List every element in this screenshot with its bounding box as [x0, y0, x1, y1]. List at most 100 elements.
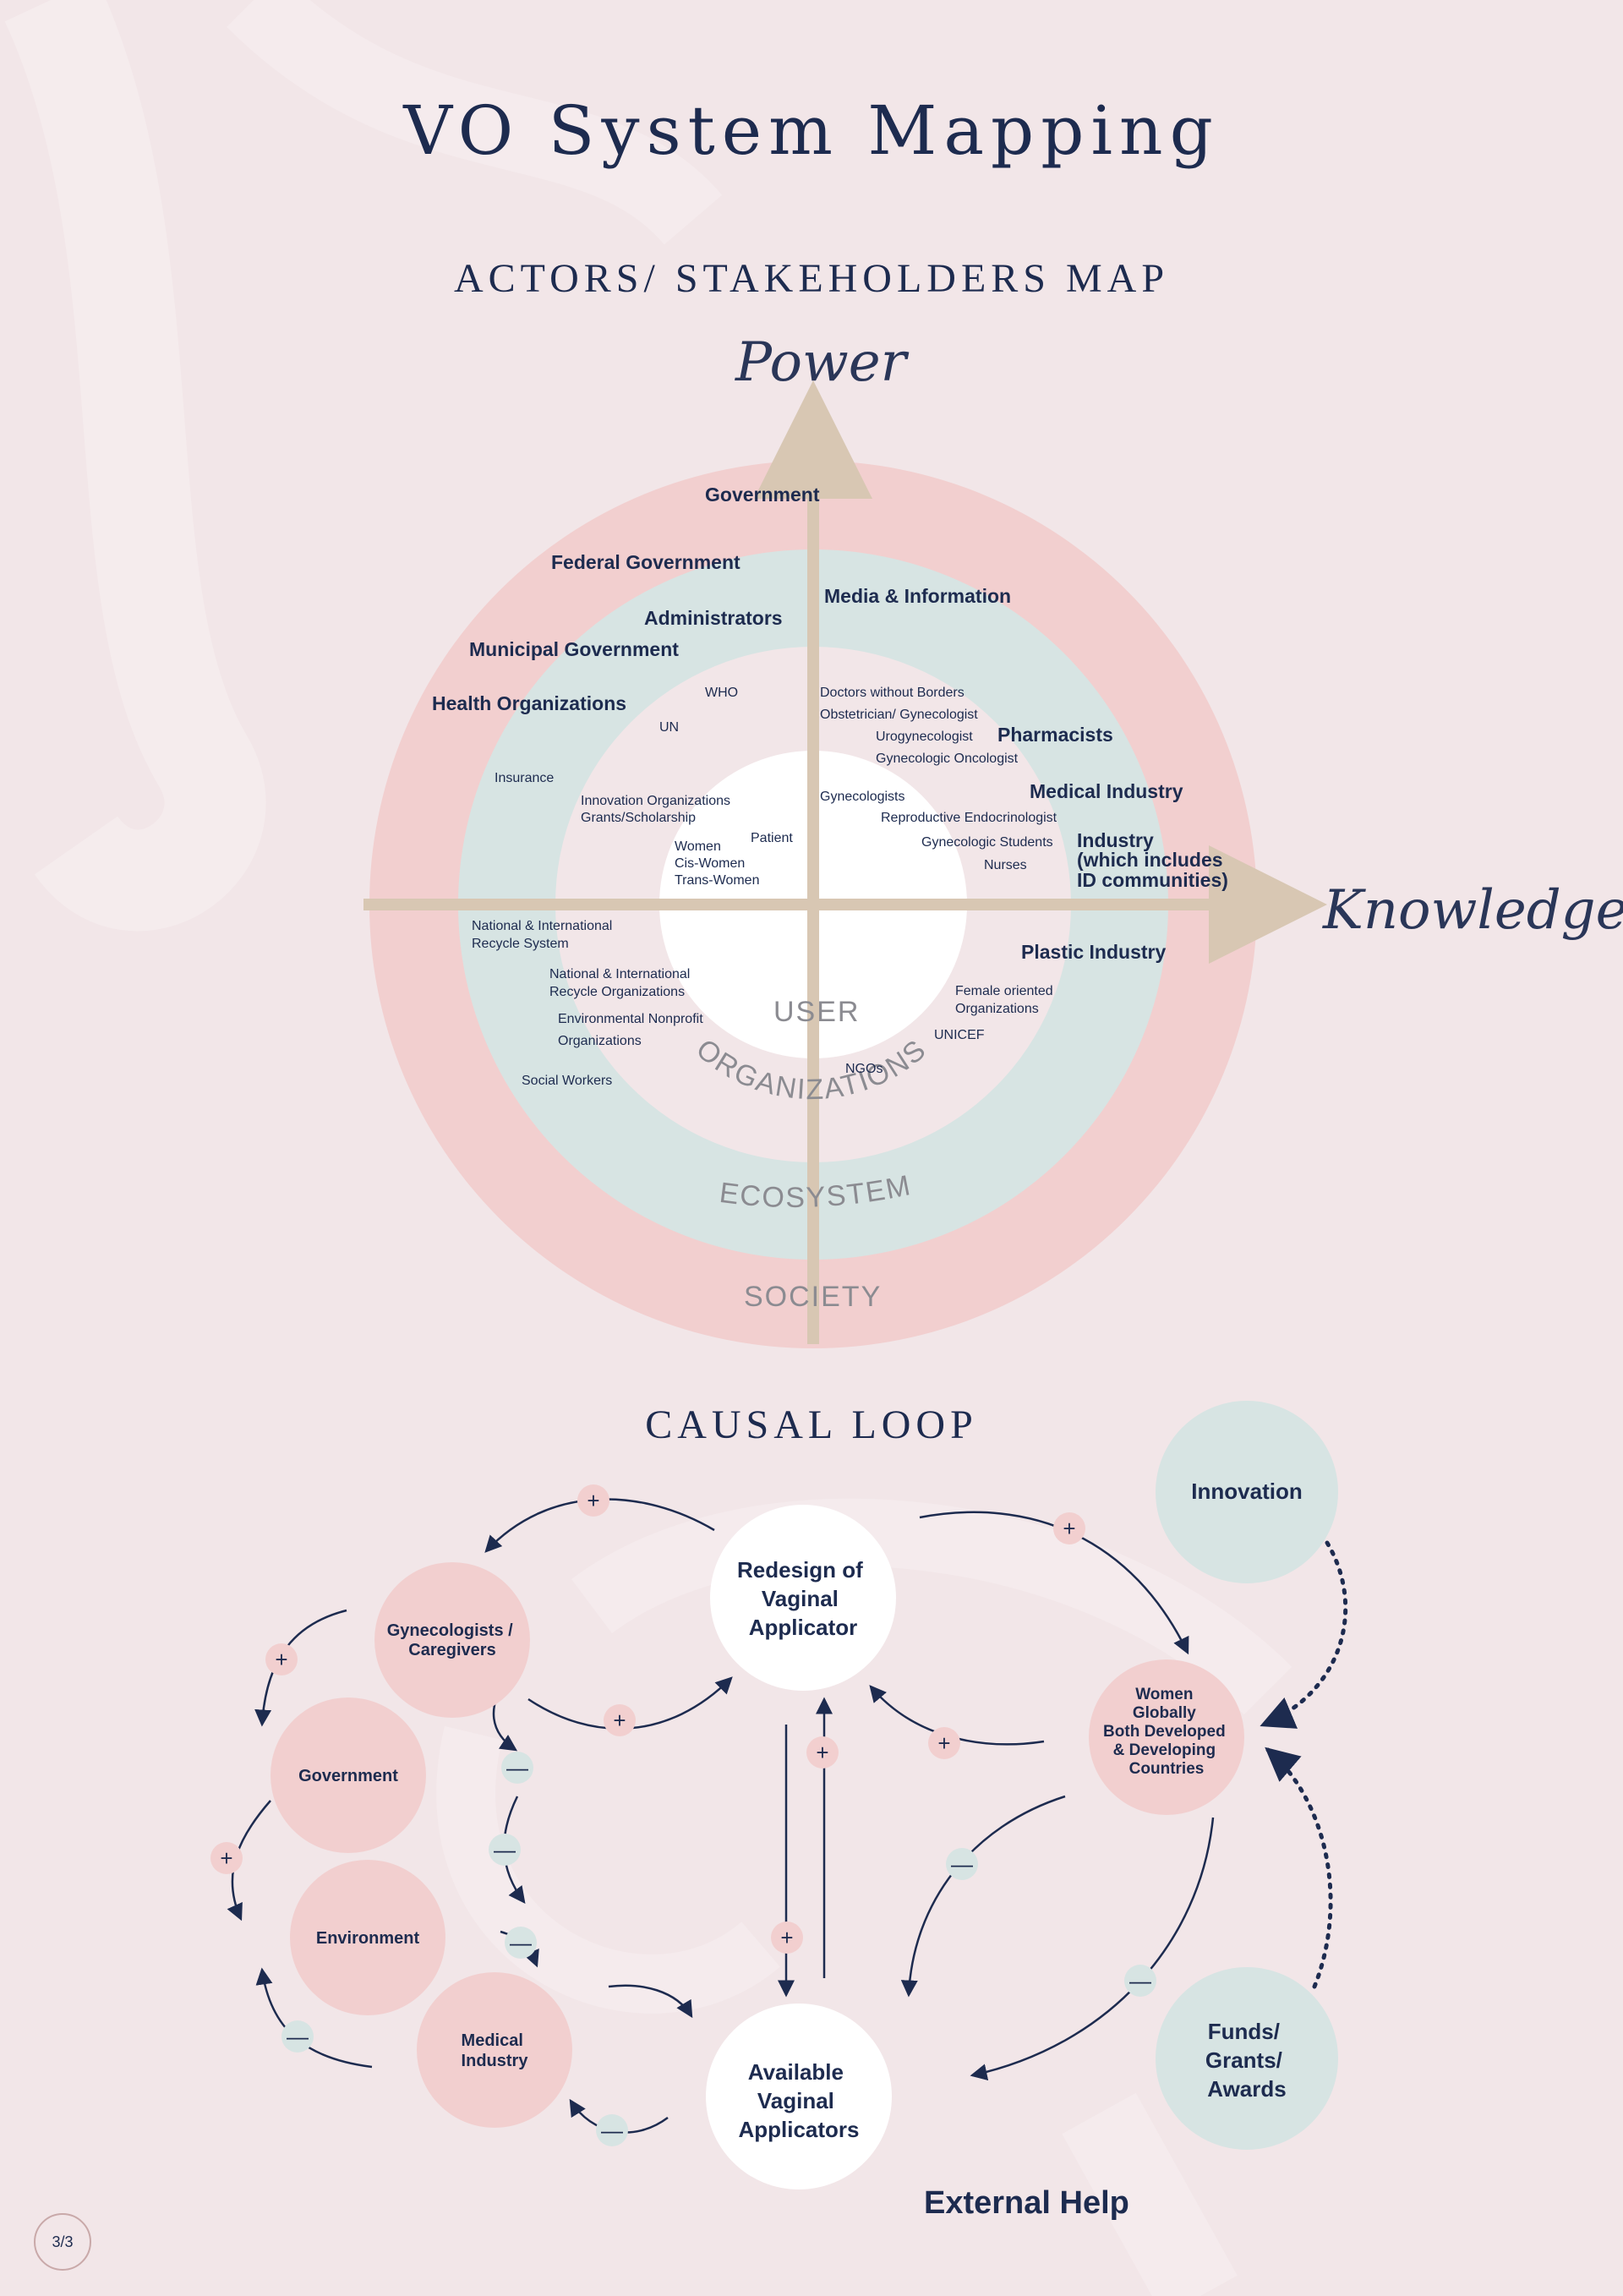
label-gynecologists: Gynecologists: [820, 790, 905, 804]
minus-badge: —: [596, 2114, 628, 2146]
node-redesign: [710, 1505, 896, 1691]
node-medical: [417, 1972, 572, 2128]
label-plastic-industry: Plastic Industry: [1021, 941, 1166, 963]
external-help-label: External Help: [924, 2185, 1129, 2221]
plus-badge: +: [604, 1704, 636, 1736]
label-gyn-onc: Gynecologic Oncologist: [876, 752, 1019, 766]
svg-text:+: +: [816, 1740, 828, 1765]
minus-badge: —: [281, 2020, 314, 2053]
label-administrators: Administrators: [644, 607, 783, 629]
node-women: [1089, 1659, 1244, 1815]
ring-label-society: SOCIETY: [744, 1281, 882, 1313]
node-government-label: Government: [298, 1767, 398, 1785]
svg-text:+: +: [780, 1925, 793, 1950]
map-subtitle: ACTORS/ STAKEHOLDERS MAP: [453, 256, 1170, 301]
node-funds-label: Funds/ Grants/ Awards: [1205, 2019, 1288, 2102]
svg-text:—: —: [1129, 1968, 1151, 1993]
label-female-orgs-1: Female oriented: [955, 984, 1053, 998]
label-obgyn: Obstetrician/ Gynecologist: [820, 708, 978, 722]
label-env-nonprofit-2: Organizations: [558, 1034, 642, 1048]
label-un: UN: [659, 720, 679, 735]
node-available-label: Available Vaginal Applicators: [738, 2059, 859, 2142]
minus-badge: —: [489, 1834, 521, 1866]
label-municipal: Municipal Government: [469, 638, 679, 660]
label-grants: Grants/Scholarship: [581, 811, 696, 825]
label-recycle-orgs-1: National & International: [549, 967, 690, 981]
svg-text:+: +: [587, 1488, 599, 1513]
node-innovation: [1156, 1401, 1338, 1583]
minus-badge: —: [1124, 1965, 1156, 1997]
label-industry-1: Industry: [1077, 829, 1154, 851]
label-recycle-system-2: Recycle System: [472, 937, 569, 951]
node-medical-label: Medical Industry: [462, 2031, 529, 2070]
svg-text:—: —: [494, 1837, 516, 1862]
label-female-orgs-2: Organizations: [955, 1002, 1039, 1016]
page-current: 3: [52, 2233, 61, 2250]
label-ngos: NGOs: [845, 1062, 883, 1076]
label-social-workers: Social Workers: [522, 1074, 612, 1088]
node-government: [270, 1697, 426, 1853]
label-unicef: UNICEF: [934, 1028, 985, 1042]
page-total: 3: [64, 2233, 74, 2250]
label-cis-women: Cis-Women: [675, 856, 745, 871]
label-pharmacists: Pharmacists: [997, 724, 1113, 746]
external-help-arrows: [1260, 1540, 1348, 1989]
loop-subtitle: CAUSAL LOOP: [645, 1402, 978, 1447]
label-health-orgs: Health Organizations: [432, 692, 626, 714]
node-available: [706, 2004, 892, 2189]
node-environment: [290, 1860, 445, 2015]
label-medical-industry: Medical Industry: [1030, 780, 1183, 802]
page-title: VO System Mapping: [403, 91, 1220, 170]
label-nurses: Nurses: [984, 858, 1027, 872]
plus-badge: +: [771, 1922, 803, 1954]
svg-text:—: —: [951, 1851, 973, 1877]
minus-badge: —: [505, 1927, 537, 1959]
label-patient: Patient: [751, 831, 793, 845]
label-who: WHO: [705, 686, 738, 700]
label-recycle-orgs-2: Recycle Organizations: [549, 985, 685, 999]
label-government: Government: [705, 484, 820, 506]
knowledge-axis-label: Knowledge: [1323, 879, 1623, 942]
label-recycle-system-1: National & International: [472, 919, 612, 933]
ring-label-user: USER: [773, 996, 860, 1028]
svg-text:—: —: [506, 1755, 528, 1780]
label-industry-2: (which includes: [1077, 849, 1223, 871]
plus-badge: +: [210, 1842, 243, 1874]
label-industry-3: ID communities): [1077, 869, 1228, 891]
svg-text:+: +: [220, 1845, 232, 1871]
label-doctors-wb: Doctors without Borders: [820, 686, 965, 700]
polarity-badges: + + + + + + + + — — — — — — —: [210, 1484, 1156, 2146]
plus-badge: +: [265, 1643, 298, 1676]
node-environment-label: Environment: [316, 1929, 420, 1948]
label-women: Women: [675, 839, 721, 854]
node-redesign-label: Redesign of Vaginal Applicator: [737, 1557, 869, 1640]
svg-text:—: —: [287, 2024, 309, 2049]
label-insurance: Insurance: [495, 771, 554, 785]
label-innovation-orgs: Innovation Organizations: [581, 794, 730, 808]
svg-text:+: +: [613, 1708, 626, 1733]
page-number: 3/3: [34, 2213, 91, 2271]
node-innovation-label: Innovation: [1191, 1479, 1302, 1504]
svg-text:—: —: [601, 2118, 623, 2143]
label-repro-endo: Reproductive Endocrinologist: [881, 811, 1057, 825]
node-funds: [1156, 1967, 1338, 2150]
label-env-nonprofit-1: Environmental Nonprofit: [558, 1012, 703, 1026]
node-gynecologists-label: Gynecologists / Caregivers: [387, 1621, 518, 1659]
label-urogyn: Urogynecologist: [876, 730, 973, 744]
svg-text:+: +: [937, 1730, 950, 1756]
minus-badge: —: [501, 1752, 533, 1784]
label-trans-women: Trans-Women: [675, 873, 759, 888]
plus-badge: +: [1053, 1512, 1085, 1544]
svg-text:+: +: [1063, 1516, 1075, 1541]
minus-badge: —: [946, 1848, 978, 1880]
svg-text:—: —: [510, 1930, 532, 1955]
svg-text:+: +: [275, 1647, 287, 1672]
label-federal-government: Federal Government: [551, 551, 740, 573]
node-gynecologists: [374, 1562, 530, 1718]
plus-badge: +: [806, 1736, 839, 1768]
node-women-label: Women Globally Both Developed & Developi…: [1103, 1686, 1230, 1778]
label-gyn-students: Gynecologic Students: [921, 835, 1053, 850]
